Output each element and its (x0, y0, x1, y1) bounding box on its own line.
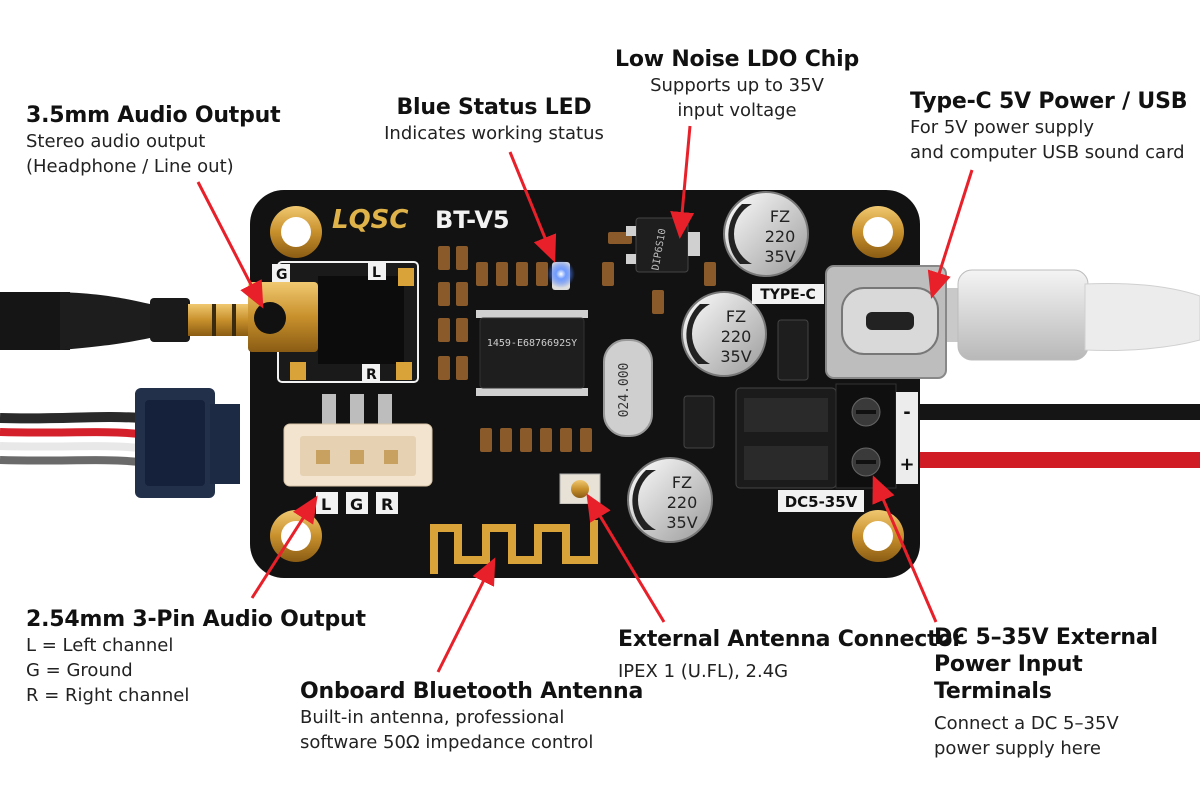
arrow-led (508, 151, 557, 263)
diode (683, 395, 715, 449)
header-wires (0, 388, 240, 498)
pcb-antenna (424, 504, 614, 578)
crystal-marking: 024.000 (617, 363, 632, 418)
label-ldo-line2: input voltage (677, 100, 797, 121)
capacitor-middle: FZ 220 35V (681, 291, 767, 377)
label-pin-output-line1: L = Left channel (26, 635, 174, 656)
smd-components (438, 232, 716, 452)
typec-silk-box (752, 284, 824, 304)
jack-pin-l-label: L (372, 265, 381, 281)
dc-silk-label: DC5-35V (785, 493, 858, 511)
label-typec-title: Type-C 5V Power / USB (910, 89, 1188, 114)
header-pin-r: R (381, 495, 393, 514)
blue-status-led (547, 260, 575, 290)
label-dc-input-title: DC 5–35V External (934, 625, 1158, 650)
cap-bot-line3: 35V (666, 513, 697, 532)
crystal-oscillator: 024.000 (603, 339, 653, 437)
typec-silk-label: TYPE-C (760, 287, 816, 303)
cap-bot-line1: FZ (672, 473, 692, 492)
callout-arrows (196, 125, 974, 673)
label-audio-output-line2: (Headphone / Line out) (26, 156, 234, 177)
label-ldo: Low Noise LDO Chip Supports up to 35V in… (602, 46, 872, 123)
arrow-typec (927, 169, 974, 299)
arrow-antenna (436, 557, 496, 673)
jack-pin-r-label: R (366, 367, 377, 383)
cap-top-line2: 220 (765, 227, 796, 246)
jack-pin-g-label: G (276, 267, 288, 283)
label-blue-led-title: Blue Status LED (396, 95, 592, 120)
mounting-hole-tr (852, 206, 904, 258)
header-pin-g: G (350, 495, 363, 514)
board-brand: LQSC (332, 205, 408, 235)
label-pin-output: 2.54mm 3-Pin Audio Output L = Left chann… (26, 606, 366, 708)
label-dc-input-line1: Connect a DC 5–35V (934, 713, 1119, 734)
inductor (777, 319, 809, 381)
label-ldo-line1: Supports up to 35V (650, 75, 824, 96)
terminal-plus: + (899, 454, 914, 475)
cap-bot-line2: 220 (667, 493, 698, 512)
label-ext-antenna-title: External Antenna Connector (618, 627, 963, 652)
label-ext-antenna: External Antenna Connector IPEX 1 (U.FL)… (618, 626, 963, 684)
label-antenna-line2: software 50Ω impedance control (300, 732, 594, 753)
capacitor-top: FZ 220 35V (723, 191, 809, 277)
arrow-ldo (670, 125, 695, 239)
usb-c-cable (940, 269, 1200, 361)
chip-marking: 1459-E6876692SY (487, 338, 577, 349)
cap-top-line3: 35V (764, 247, 795, 266)
ipex-connector (559, 473, 601, 505)
arrow-ext-antenna (586, 493, 666, 623)
terminal-minus: - (903, 402, 910, 423)
label-audio-output-title: 3.5mm Audio Output (26, 103, 281, 128)
label-ext-antenna-line1: IPEX 1 (U.FL), 2.4G (618, 661, 789, 682)
audio-jack-3-5mm (248, 261, 419, 383)
mounting-hole-bl (270, 510, 322, 562)
cap-top-line1: FZ (770, 207, 790, 226)
dc-silk-box (778, 490, 864, 512)
bluetooth-chip: 1459-E6876692SY (476, 310, 588, 396)
label-typec: Type-C 5V Power / USB For 5V power suppl… (910, 88, 1188, 165)
cap-mid-line3: 35V (720, 347, 751, 366)
pcb-board: LQSC BT-V5 G G L R (248, 190, 947, 578)
label-dc-input: DC 5–35V External Power Input Terminals … (934, 624, 1200, 761)
usb-c-port (825, 265, 947, 379)
pin-header-3pin (283, 394, 433, 487)
dc-screw-terminal: - + (735, 383, 918, 489)
label-pin-output-line2: G = Ground (26, 660, 133, 681)
label-antenna: Onboard Bluetooth Antenna Built-in anten… (300, 678, 643, 755)
label-dc-input-title2: Power Input Terminals (934, 652, 1083, 704)
label-typec-line2: and computer USB sound card (910, 142, 1185, 163)
board-model: BT-V5 (435, 206, 510, 234)
mounting-hole-tl (270, 206, 322, 258)
label-blue-led-line1: Indicates working status (384, 123, 604, 144)
header-pin-labels: L G R (316, 492, 398, 514)
cap-mid-line1: FZ (726, 307, 746, 326)
arrow-pin-header (250, 495, 318, 599)
label-blue-led: Blue Status LED Indicates working status (366, 94, 622, 146)
arrow-dc-input (872, 475, 938, 623)
label-dc-input-line2: power supply here (934, 738, 1101, 759)
label-audio-output-line1: Stereo audio output (26, 131, 206, 152)
label-audio-output: 3.5mm Audio Output Stereo audio output (… (26, 102, 281, 179)
label-typec-line1: For 5V power supply (910, 117, 1094, 138)
label-pin-output-title: 2.54mm 3-Pin Audio Output (26, 607, 366, 632)
audio-cable-left (0, 292, 268, 350)
header-pin-l: L (321, 495, 331, 514)
label-antenna-title: Onboard Bluetooth Antenna (300, 679, 644, 704)
label-antenna-line1: Built-in antenna, professional (300, 707, 565, 728)
capacitor-bottom: FZ 220 35V (627, 457, 713, 543)
arrow-audio-out (196, 181, 264, 309)
cap-mid-line2: 220 (721, 327, 752, 346)
mounting-hole-br (852, 510, 904, 562)
label-pin-output-line3: R = Right channel (26, 685, 190, 706)
power-wires-right (900, 404, 1200, 468)
label-ldo-title: Low Noise LDO Chip (615, 47, 859, 72)
